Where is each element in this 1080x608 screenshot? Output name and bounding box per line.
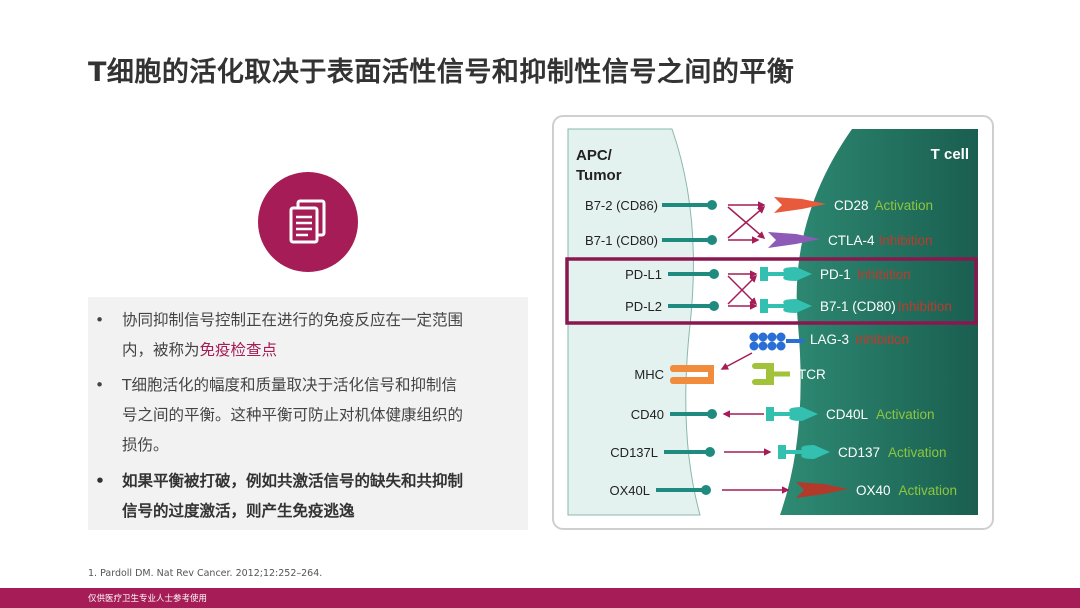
ligand-pd-l1-head (709, 269, 719, 279)
receptor-cd137 (778, 445, 830, 459)
ligand-label-ox40l: OX40L (610, 483, 650, 498)
arrow-pd-l2-pd-1 (727, 274, 758, 305)
ligand-cd40-head (707, 409, 717, 419)
bullet-panel: • 协同抑制信号控制正在进行的免疫反应在一定范围 内，被称为免疫检查点 • T细… (88, 297, 528, 530)
receptor-pd-1 (760, 267, 812, 281)
receptor-cd40l (766, 407, 818, 421)
receptor-label-ctla-4: CTLA-4 Inhibition (828, 233, 933, 248)
t-cell-label: T cell (931, 146, 969, 163)
bullet-marker: • (95, 311, 105, 329)
bullet-3-line-1: 如果平衡被打破，例如共激活信号的缺失和共抑制 (122, 472, 464, 490)
receptor-name-pd-1: PD-1 (820, 267, 851, 282)
receptor-label-cd137: CD137 Activation (838, 445, 947, 460)
bullet-1-prefix: 内，被称为 (122, 341, 200, 359)
bullet-2-line-2: 号之间的平衡。这种平衡可防止对机体健康组织的 (122, 406, 464, 424)
effect-activation-ox40: Activation (899, 483, 958, 498)
apc-label-line-2: Tumor (576, 167, 622, 184)
receptor-label-tcr: TCR (798, 367, 826, 382)
bullet-3-text: 如果平衡被打破，例如共激活信号的缺失和共抑制 信号的过度激活，则产生免疫逃逸 (122, 466, 522, 526)
ligand-label-mhc: MHC (634, 367, 664, 382)
receptor-label-b7-1-cd80: B7-1 (CD80)Inhibition (820, 299, 952, 314)
effect-inhibition-ctla-4: Inhibition (879, 233, 933, 248)
receptor-b7-1-cd80 (760, 299, 812, 313)
bullet-2-line-3: 损伤。 (122, 436, 169, 454)
pd-axis-highlight-box (565, 257, 978, 325)
effect-activation-cd28: Activation (875, 198, 934, 213)
effect-activation-cd137: Activation (888, 445, 947, 460)
receptor-label-ox40: OX40 Activation (856, 483, 957, 498)
receptor-name-b7-1-cd80: B7-1 (CD80) (820, 299, 896, 314)
receptor-name-tcr: TCR (798, 367, 826, 382)
receptor-ctla-4 (768, 232, 820, 248)
ligand-mhc (670, 365, 714, 384)
bullet-marker: • (95, 472, 105, 490)
document-icon (289, 199, 326, 244)
ligand-ox40l-head (701, 485, 711, 495)
bullet-1-line-2: 内，被称为免疫检查点 (122, 335, 522, 365)
ligand-label-pd-l1: PD-L1 (625, 267, 662, 282)
bullet-1-line-1: 协同抑制信号控制正在进行的免疫反应在一定范围 (122, 311, 464, 329)
receptor-label-lag-3: LAG-3 Inhibition (810, 332, 909, 347)
receptor-name-cd28: CD28 (834, 198, 869, 213)
bullet-2-line-1: T细胞活化的幅度和质量取决于活化信号和抑制信 (122, 376, 457, 394)
slide-title: T细胞的活化取决于表面活性信号和抑制性信号之间的平衡 (88, 57, 795, 88)
receptor-tcr (752, 363, 790, 385)
receptor-name-ctla-4: CTLA-4 (828, 233, 875, 248)
receptor-name-lag-3: LAG-3 (810, 332, 849, 347)
receptor-label-cd28: CD28 Activation (834, 198, 933, 213)
effect-inhibition-b7-1-cd80: Inhibition (898, 299, 952, 314)
ligand-cd137l-head (705, 447, 715, 457)
ligand-pd-l2-head (709, 301, 719, 311)
ligand-label-cd40: CD40 (631, 407, 664, 422)
bullet-2-text: T细胞活化的幅度和质量取决于活化信号和抑制信 号之间的平衡。这种平衡可防止对机体… (122, 370, 522, 460)
ligand-label-b7-1: B7-1 (CD80) (585, 233, 658, 248)
bullet-1-text: 协同抑制信号控制正在进行的免疫反应在一定范围 内，被称为免疫检查点 (122, 305, 522, 365)
bullet-3-line-2: 信号的过度激活，则产生免疫逃逸 (122, 502, 355, 520)
effect-activation-cd40l: Activation (876, 407, 935, 422)
receptor-label-cd40l: CD40L Activation (826, 407, 935, 422)
footer-bar: 仅供医疗卫生专业人士参考使用 (0, 588, 1080, 608)
receptor-name-ox40: OX40 (856, 483, 891, 498)
bullet-marker: • (95, 376, 105, 394)
reference-citation: 1. Pardoll DM. Nat Rev Cancer. 2012;12:2… (88, 568, 323, 579)
apc-label-line-1: APC/ (576, 147, 613, 164)
ligand-b7-2-head (707, 200, 717, 210)
footer-disclaimer: 仅供医疗卫生专业人士参考使用 (88, 594, 208, 604)
effect-inhibition-pd-1: Inhibition (857, 267, 911, 282)
receptor-cd28 (774, 197, 826, 213)
receptor-ox40 (796, 482, 848, 498)
receptor-name-cd137: CD137 (838, 445, 880, 460)
ligand-label-cd137l: CD137L (610, 445, 658, 460)
receptor-name-cd40l: CD40L (826, 407, 869, 422)
ligand-label-b7-2: B7-2 (CD86) (585, 198, 658, 213)
ligand-label-pd-l2: PD-L2 (625, 299, 662, 314)
document-icon-badge (258, 172, 358, 272)
arrow-b7-1-cd28 (727, 206, 766, 239)
effect-inhibition-lag-3: Inhibition (855, 332, 909, 347)
bullet-1-highlight: 免疫检查点 (199, 341, 278, 359)
receptor-label-pd-1: PD-1 Inhibition (820, 267, 911, 282)
arrow-lag-3-mhc (720, 352, 753, 370)
receptor-lag-3 (749, 332, 804, 351)
ligand-b7-1-head (707, 235, 717, 245)
